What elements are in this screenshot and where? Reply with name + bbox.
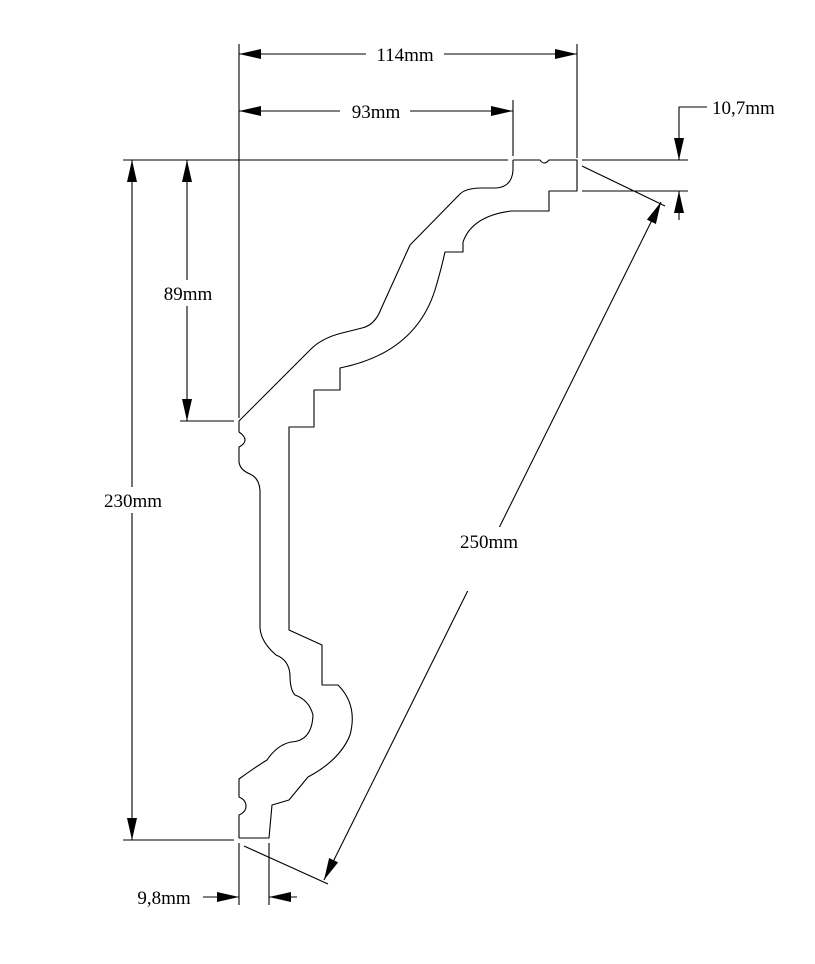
profile-top-edge xyxy=(239,159,578,839)
label-93mm: 93mm xyxy=(352,102,401,123)
dimension-labels: 114mm 93mm 10,7mm 89mm 230mm 250mm 9,8mm xyxy=(90,42,775,909)
cornice-profile xyxy=(238,159,578,839)
label-114mm: 114mm xyxy=(376,45,434,66)
extension-lines xyxy=(123,44,688,905)
dimension-lines xyxy=(127,49,707,902)
label-10-7mm: 10,7mm xyxy=(712,98,775,119)
label-250mm: 250mm xyxy=(460,532,518,553)
profile-back-edge xyxy=(238,421,314,838)
label-89mm: 89mm xyxy=(164,284,213,305)
label-9-8mm: 9,8mm xyxy=(137,888,191,909)
label-230mm: 230mm xyxy=(104,491,162,512)
profile-front-curve xyxy=(238,160,514,422)
